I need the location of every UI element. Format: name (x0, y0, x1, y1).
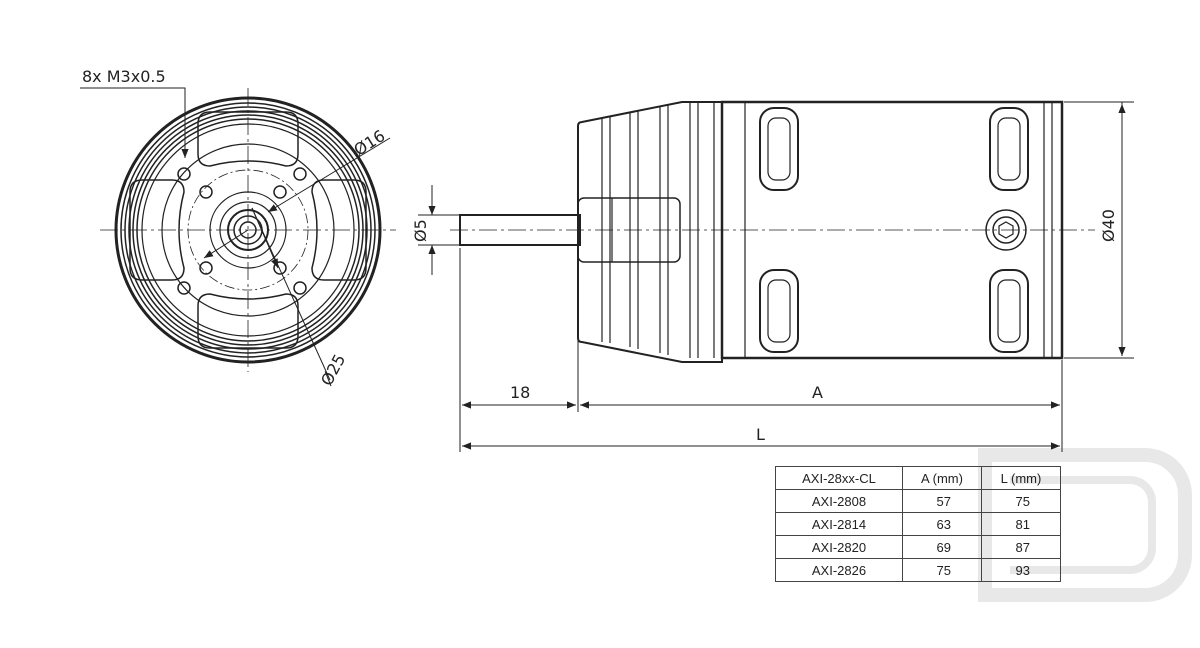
dimension-table: AXI-28xx-CL A (mm) L (mm) AXI-2808 57 75… (775, 466, 1061, 582)
dia-25-label: Ø25 (317, 351, 349, 389)
table-cell-a: 69 (902, 535, 982, 559)
dim-a-label: A (812, 383, 823, 402)
table-cell-model: AXI-2820 (775, 535, 903, 559)
table-row: AXI-2808 57 75 (775, 489, 1061, 513)
table-cell-model: AXI-2814 (775, 512, 903, 536)
side-view (450, 100, 1095, 363)
dim-18-label: 18 (510, 383, 530, 402)
table-row: AXI-2826 75 93 (775, 558, 1061, 582)
thread-callout-label: 8x M3x0.5 (82, 67, 166, 86)
table-cell-l: 81 (981, 512, 1061, 536)
table-cell-a: 75 (902, 558, 982, 582)
table-cell-model: AXI-2808 (775, 489, 903, 513)
table-cell-l: 87 (981, 535, 1061, 559)
watermark-logo (978, 448, 1192, 602)
table-cell-l: 93 (981, 558, 1061, 582)
table-cell-model: AXI-2826 (775, 558, 903, 582)
table-row: AXI-2820 69 87 (775, 535, 1061, 559)
table-cell-a: 57 (902, 489, 982, 513)
table-cell-l: 75 (981, 489, 1061, 513)
dia-5-label: Ø5 (411, 219, 430, 242)
table-header-l: L (mm) (981, 466, 1061, 490)
dim-l-label: L (756, 425, 765, 444)
table-header-row: AXI-28xx-CL A (mm) L (mm) (775, 466, 1061, 490)
table-header-a: A (mm) (902, 466, 982, 490)
dia-40-label: Ø40 (1099, 209, 1118, 242)
dimension-lines (418, 101, 1134, 452)
table-row: AXI-2814 63 81 (775, 512, 1061, 536)
table-cell-a: 63 (902, 512, 982, 536)
front-view (80, 87, 396, 381)
table-header-model: AXI-28xx-CL (775, 466, 903, 490)
